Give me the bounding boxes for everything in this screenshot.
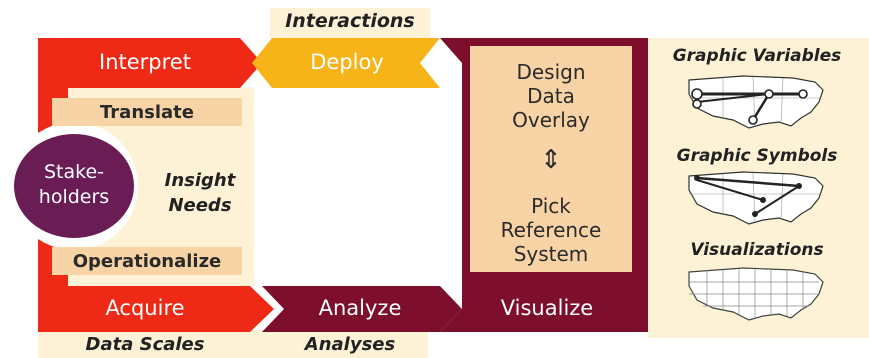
- design-line-1: Design: [516, 60, 586, 84]
- insight-line-2: Needs: [168, 195, 232, 216]
- stakeholders-label: Stake- holders: [14, 160, 134, 210]
- pick-reference-system: Pick Reference System: [470, 194, 632, 266]
- stakeholders-line-2: holders: [38, 186, 110, 208]
- interactions-label: Interactions: [285, 10, 415, 32]
- interpret-label: Interpret: [99, 50, 191, 74]
- pick-line-3: System: [513, 242, 589, 266]
- stakeholders-line-1: Stake-: [43, 161, 105, 183]
- analyze-label: Analyze: [318, 296, 402, 320]
- insight-line-1: Insight: [164, 170, 236, 191]
- analyses-label: Analyses: [304, 334, 396, 355]
- acquire-label: Acquire: [105, 296, 185, 320]
- visualize-label: Visualize: [500, 296, 594, 320]
- data-scales-label: Data Scales: [85, 334, 205, 355]
- design-line-3: Overlay: [512, 108, 590, 132]
- interactions-label-bg: [270, 8, 430, 38]
- us-map-graphic-variables-icon: [688, 75, 824, 129]
- bottom-labels-bg: [38, 330, 428, 358]
- analyze-arrow: [262, 286, 462, 332]
- deploy-label: Deploy: [310, 50, 384, 74]
- design-line-2: Data: [527, 84, 575, 108]
- stakeholders-circle: [14, 134, 134, 238]
- acquire-arrow: [38, 286, 274, 332]
- us-map-visualizations-icon: [688, 267, 824, 321]
- design-data-overlay: Design Data Overlay: [470, 60, 632, 132]
- visualize-inner-box: [470, 46, 632, 272]
- graphic-symbols-label: Graphic Symbols: [676, 146, 838, 166]
- insight-needs-label: Insight Needs: [148, 168, 252, 218]
- graphic-variables-label: Graphic Variables: [672, 46, 842, 66]
- operationalize-tag: Operationalize: [52, 247, 242, 275]
- swap-icon: ⇕: [540, 145, 562, 175]
- interpret-arrow: [38, 38, 262, 88]
- pick-line-2: Reference: [500, 218, 602, 242]
- visualizations-label: Visualizations: [690, 240, 824, 260]
- pick-line-1: Pick: [531, 194, 571, 218]
- deploy-arrow: [252, 38, 440, 88]
- translate-tag: Translate: [52, 98, 242, 126]
- us-map-graphic-symbols-icon: [688, 171, 824, 225]
